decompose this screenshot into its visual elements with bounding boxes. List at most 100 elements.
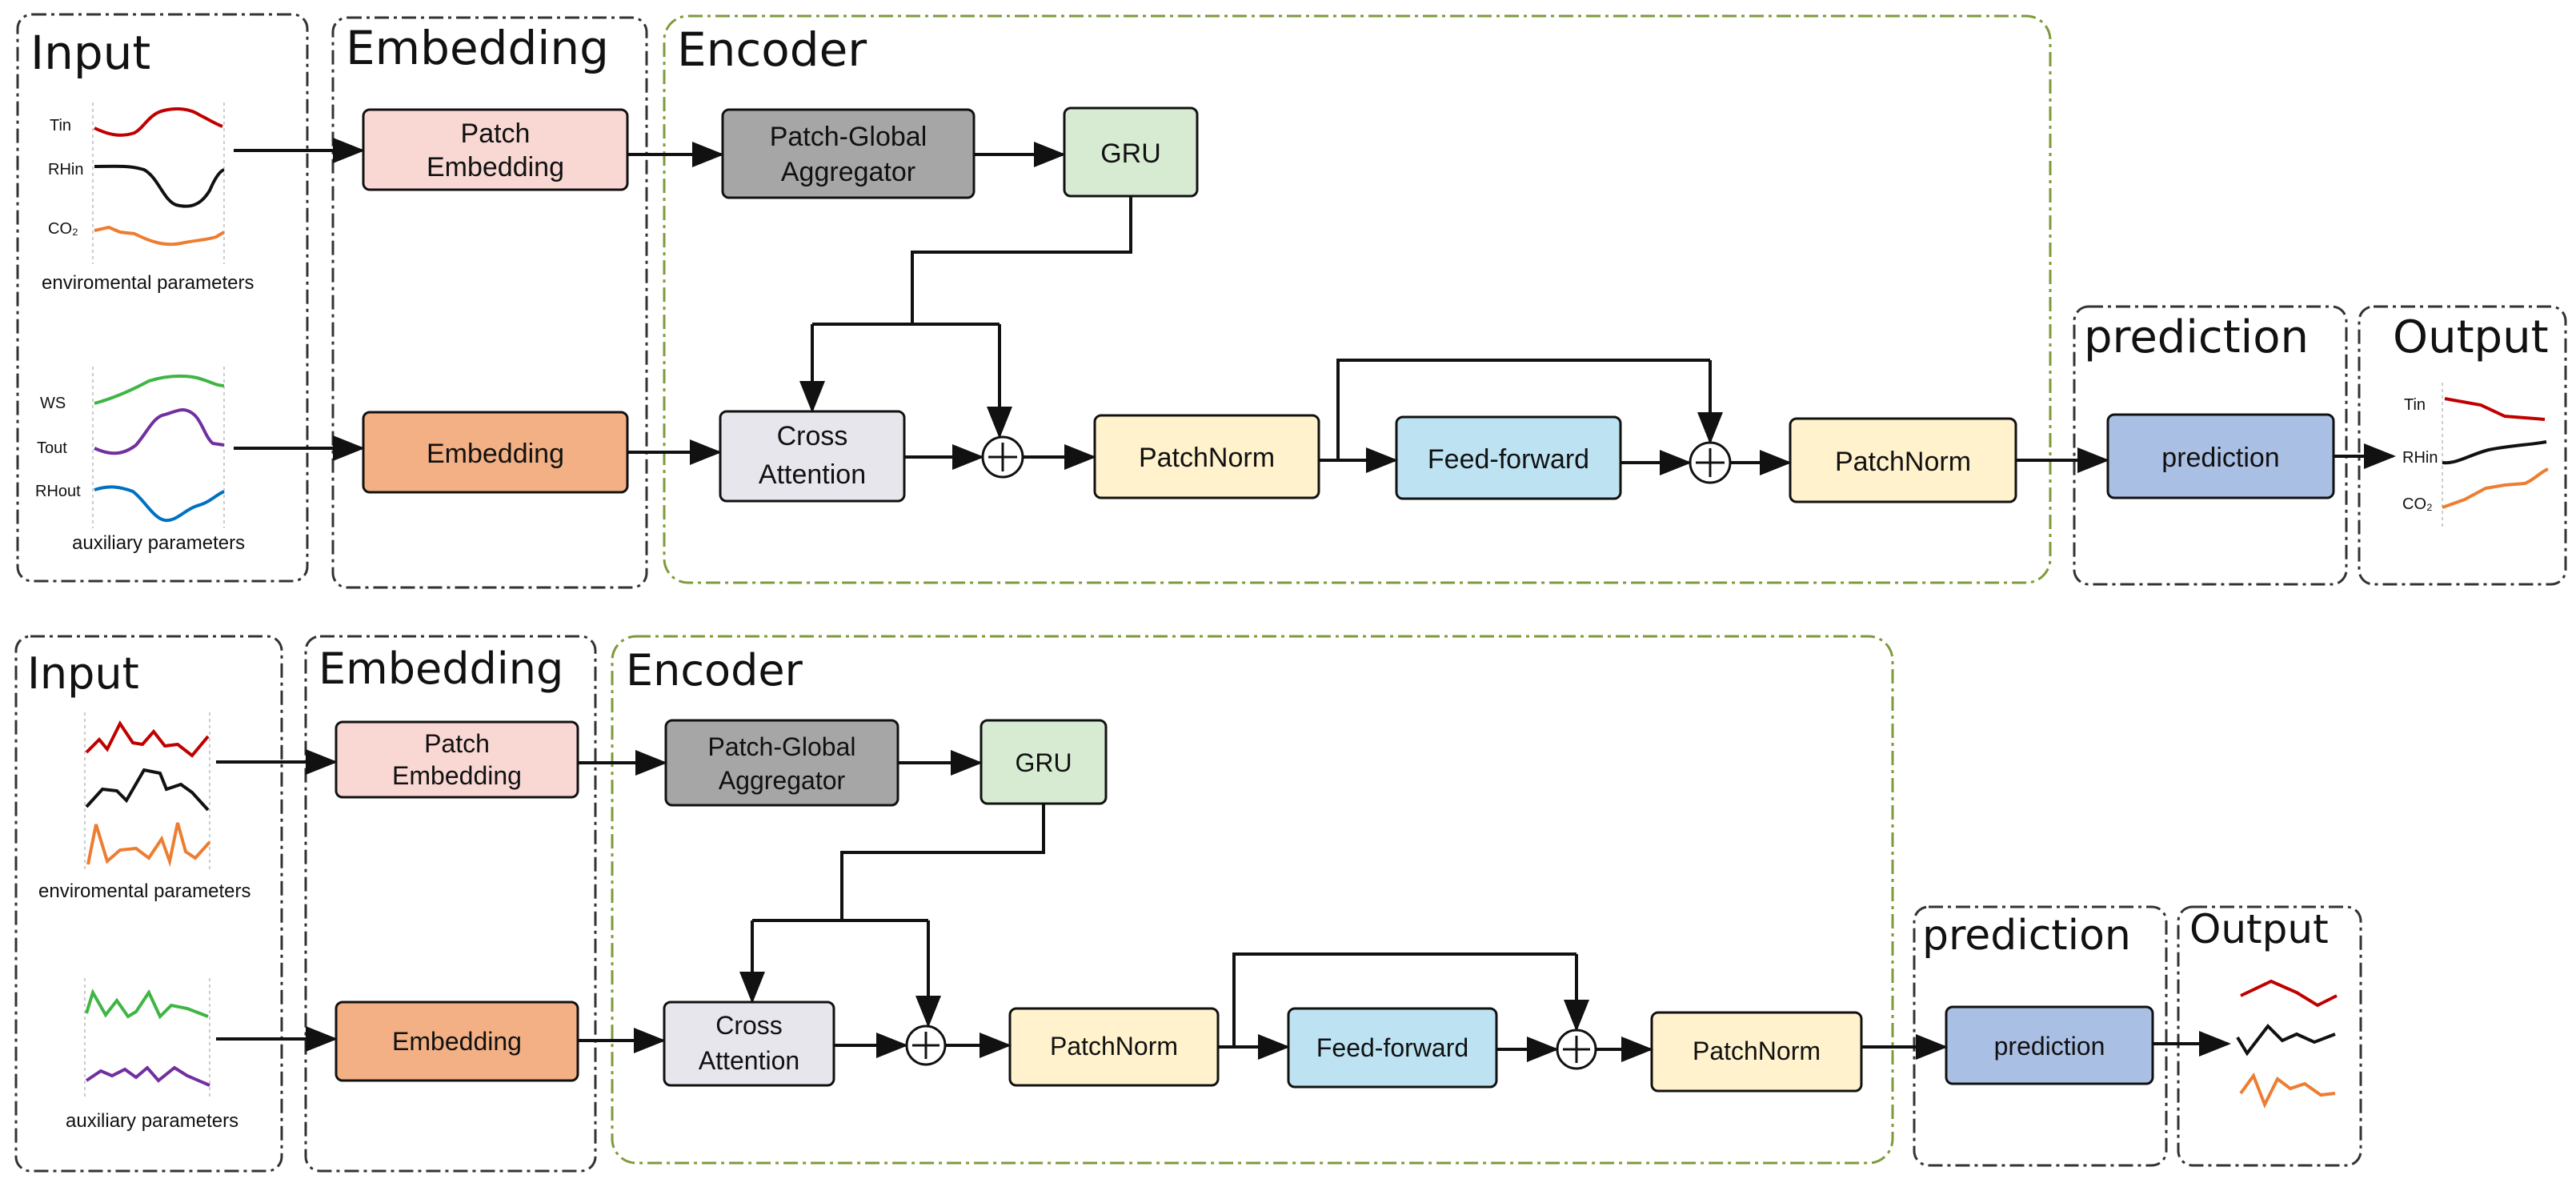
top-aux-label-rhout: RHout bbox=[35, 483, 81, 500]
top-add-node-2 bbox=[1689, 441, 1732, 484]
top-output-signal-co2 bbox=[2442, 467, 2549, 509]
bottom-output-frame bbox=[2177, 905, 2362, 1167]
top-encoder-frame bbox=[663, 14, 2052, 584]
top-cross-attention-line1: Cross bbox=[777, 421, 848, 451]
bottom-add-node-2 bbox=[1556, 1029, 1597, 1070]
top-patchnorm-1-label: PatchNorm bbox=[1139, 443, 1275, 473]
top-aux-signal-tout bbox=[94, 408, 225, 455]
bottom-add-node-1 bbox=[905, 1025, 947, 1066]
bottom-embedding-title: Embedding bbox=[318, 644, 563, 694]
top-embedding-frame bbox=[331, 16, 648, 589]
top-env-label-co2: CO₂ bbox=[48, 220, 78, 238]
top-aux-signal-rhout bbox=[94, 485, 225, 523]
bottom-prediction-title: prediction bbox=[1922, 912, 2131, 960]
top-output-title: Output bbox=[2393, 311, 2549, 363]
top-cross-attention-line2: Attention bbox=[759, 459, 866, 490]
bottom-patchnorm-2-label: PatchNorm bbox=[1693, 1037, 1821, 1065]
bottom-aux-signal-green bbox=[85, 988, 209, 1020]
bottom-output-title: Output bbox=[2189, 906, 2329, 952]
top-input-title: Input bbox=[30, 26, 150, 80]
bottom-aux-caption: auxiliary parameters bbox=[66, 1110, 238, 1132]
bottom-env-caption: enviromental parameters bbox=[38, 880, 250, 902]
top-output-label-co2: CO₂ bbox=[2402, 495, 2433, 513]
top-prediction-title: prediction bbox=[2084, 311, 2309, 363]
bottom-output-signal-black bbox=[2236, 1023, 2336, 1057]
bottom-prediction-label: prediction bbox=[1994, 1032, 2105, 1061]
bottom-output-signal-red bbox=[2240, 979, 2338, 1008]
top-env-label-rhin: RHin bbox=[48, 161, 83, 178]
bottom-patchnorm-1-block: PatchNorm bbox=[1008, 1007, 1220, 1087]
top-patchnorm-1-block: PatchNorm bbox=[1093, 414, 1320, 499]
top-aggregator-block: Patch-Global Aggregator bbox=[721, 108, 976, 199]
bottom-gru-label: GRU bbox=[1015, 748, 1072, 777]
top-output-label-tin: Tin bbox=[2404, 396, 2426, 414]
top-env-signal-rhin bbox=[94, 164, 225, 208]
bottom-aggregator-block: Patch-Global Aggregator bbox=[664, 719, 899, 807]
top-output-label-rhin: RHin bbox=[2402, 449, 2438, 467]
top-prediction-block: prediction bbox=[2106, 413, 2335, 499]
bottom-embedding-frame bbox=[304, 635, 597, 1173]
top-env-signal-tin bbox=[94, 107, 223, 137]
top-output-signals: Tin RHin CO₂ bbox=[2402, 383, 2549, 528]
top-feed-forward-label: Feed-forward bbox=[1428, 444, 1589, 475]
bottom-diagram: Input Embedding Encoder prediction Outpu… bbox=[14, 635, 2362, 1173]
bottom-input-frame bbox=[14, 635, 283, 1173]
bottom-cross-attention-line2: Attention bbox=[699, 1046, 799, 1075]
bottom-env-signals: enviromental parameters bbox=[38, 712, 250, 902]
top-patch-embedding-line2: Embedding bbox=[427, 152, 564, 182]
top-embedding-label: Embedding bbox=[427, 439, 564, 469]
top-aux-label-tout: Tout bbox=[37, 439, 67, 457]
bottom-prediction-block: prediction bbox=[1945, 1005, 2154, 1085]
top-gru-label: GRU bbox=[1100, 138, 1161, 169]
bottom-env-signal-red bbox=[85, 720, 210, 758]
top-aux-signals: WS Tout RHout auxiliary parameters bbox=[35, 367, 245, 554]
top-aux-label-ws: WS bbox=[40, 395, 66, 412]
bottom-output-signals bbox=[2236, 979, 2338, 1109]
bottom-output-signal-orange bbox=[2239, 1072, 2336, 1109]
top-env-signals: Tin RHin CO₂ enviromental parameters bbox=[42, 102, 254, 294]
bottom-patch-embedding-line2: Embedding bbox=[392, 761, 522, 790]
bottom-gru-block: GRU bbox=[980, 719, 1108, 805]
bottom-patchnorm-1-label: PatchNorm bbox=[1050, 1032, 1178, 1061]
bottom-input-title: Input bbox=[27, 648, 139, 699]
top-env-caption: enviromental parameters bbox=[42, 272, 254, 294]
top-env-signal-co2 bbox=[94, 225, 226, 247]
top-input-frame bbox=[16, 13, 309, 583]
top-encoder-title: Encoder bbox=[677, 22, 867, 77]
top-output-frame bbox=[2358, 305, 2567, 586]
bottom-connections bbox=[216, 749, 2231, 1062]
bottom-env-signal-black bbox=[85, 768, 210, 812]
bottom-aux-signals: auxiliary parameters bbox=[66, 978, 238, 1132]
top-prediction-label: prediction bbox=[2161, 443, 2279, 473]
top-add-node-1 bbox=[981, 435, 1024, 479]
bottom-aggregator-line2: Aggregator bbox=[719, 766, 846, 795]
bottom-cross-attention-block: Cross Attention bbox=[663, 1001, 835, 1087]
top-embedding-title: Embedding bbox=[346, 21, 609, 75]
top-aggregator-line2: Aggregator bbox=[781, 157, 915, 187]
bottom-patchnorm-2-block: PatchNorm bbox=[1650, 1011, 1863, 1093]
top-patchnorm-2-label: PatchNorm bbox=[1835, 447, 1971, 477]
top-diagram: Input Embedding Encoder prediction Outpu… bbox=[16, 13, 2567, 589]
bottom-feed-forward-label: Feed-forward bbox=[1316, 1033, 1468, 1062]
top-patch-embedding-line1: Patch bbox=[461, 118, 531, 149]
bottom-cross-attention-line1: Cross bbox=[715, 1011, 783, 1040]
bottom-encoder-frame bbox=[611, 635, 1894, 1165]
top-feed-forward-block: Feed-forward bbox=[1395, 415, 1622, 500]
top-env-label-tin: Tin bbox=[50, 117, 71, 134]
bottom-embedding-label: Embedding bbox=[392, 1027, 522, 1056]
bottom-patch-embedding-line1: Patch bbox=[424, 729, 490, 758]
top-connections bbox=[234, 138, 2396, 475]
bottom-prediction-frame bbox=[1913, 905, 2168, 1167]
top-prediction-frame bbox=[2073, 305, 2348, 586]
bottom-patch-embedding-block: Patch Embedding bbox=[335, 720, 579, 799]
bottom-env-signal-orange bbox=[86, 822, 211, 868]
top-gru-block: GRU bbox=[1063, 106, 1199, 198]
top-aggregator-line1: Patch-Global bbox=[770, 122, 927, 152]
bottom-aggregator-line1: Patch-Global bbox=[708, 732, 856, 761]
top-cross-attention-block: Cross Attention bbox=[719, 410, 906, 503]
top-patchnorm-2-block: PatchNorm bbox=[1789, 417, 2017, 503]
bottom-aux-signal-purple bbox=[85, 1065, 210, 1087]
bottom-embedding-block: Embedding bbox=[335, 1001, 579, 1082]
top-embedding-block: Embedding bbox=[362, 411, 629, 494]
